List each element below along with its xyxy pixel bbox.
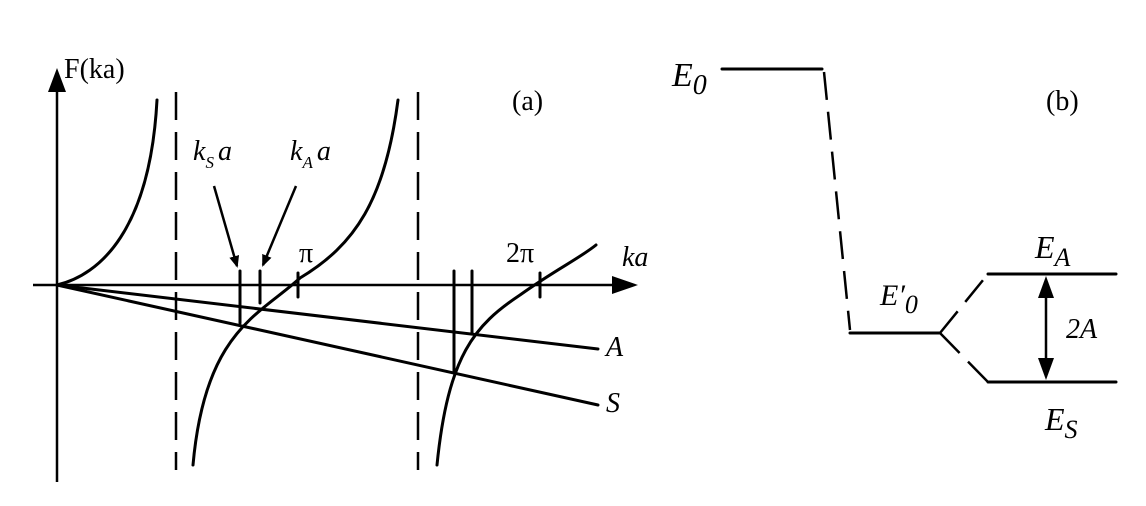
curve-branch-3	[435, 243, 598, 467]
line-S	[55, 283, 600, 407]
panel-b-label: (b)	[1046, 86, 1079, 117]
splitting-arrow-top	[1038, 276, 1054, 298]
tick-2pi-label: 2π	[506, 238, 534, 269]
e0-connector	[822, 71, 852, 331]
es-connector	[939, 332, 989, 383]
x-axis-arrow	[612, 276, 638, 294]
line-S-label: S	[606, 388, 620, 419]
ka-arrow	[261, 185, 298, 267]
e0-label: E0	[671, 57, 707, 101]
splitting-arrow-bottom	[1038, 358, 1054, 380]
panel-a-label: (a)	[512, 86, 543, 117]
es-label: ES	[1044, 401, 1078, 444]
curve-branch-2	[191, 98, 400, 467]
ea-label: EA	[1034, 229, 1071, 272]
x-axis-label: ka	[622, 242, 648, 273]
splitting-label: 2A	[1066, 314, 1098, 345]
curve-branch-1	[55, 98, 159, 287]
line-A	[55, 283, 600, 351]
line-A-label: A	[604, 332, 624, 363]
panel-b: (b) E0 E′0 EA ES 2A	[671, 57, 1118, 444]
ea-connector	[939, 273, 989, 334]
y-axis-arrow	[48, 68, 66, 92]
y-axis-label: F(ka)	[64, 54, 125, 85]
ks-arrow	[212, 185, 240, 268]
tick-pi-label: π	[299, 238, 313, 269]
e0prime-label: E′0	[879, 279, 918, 319]
